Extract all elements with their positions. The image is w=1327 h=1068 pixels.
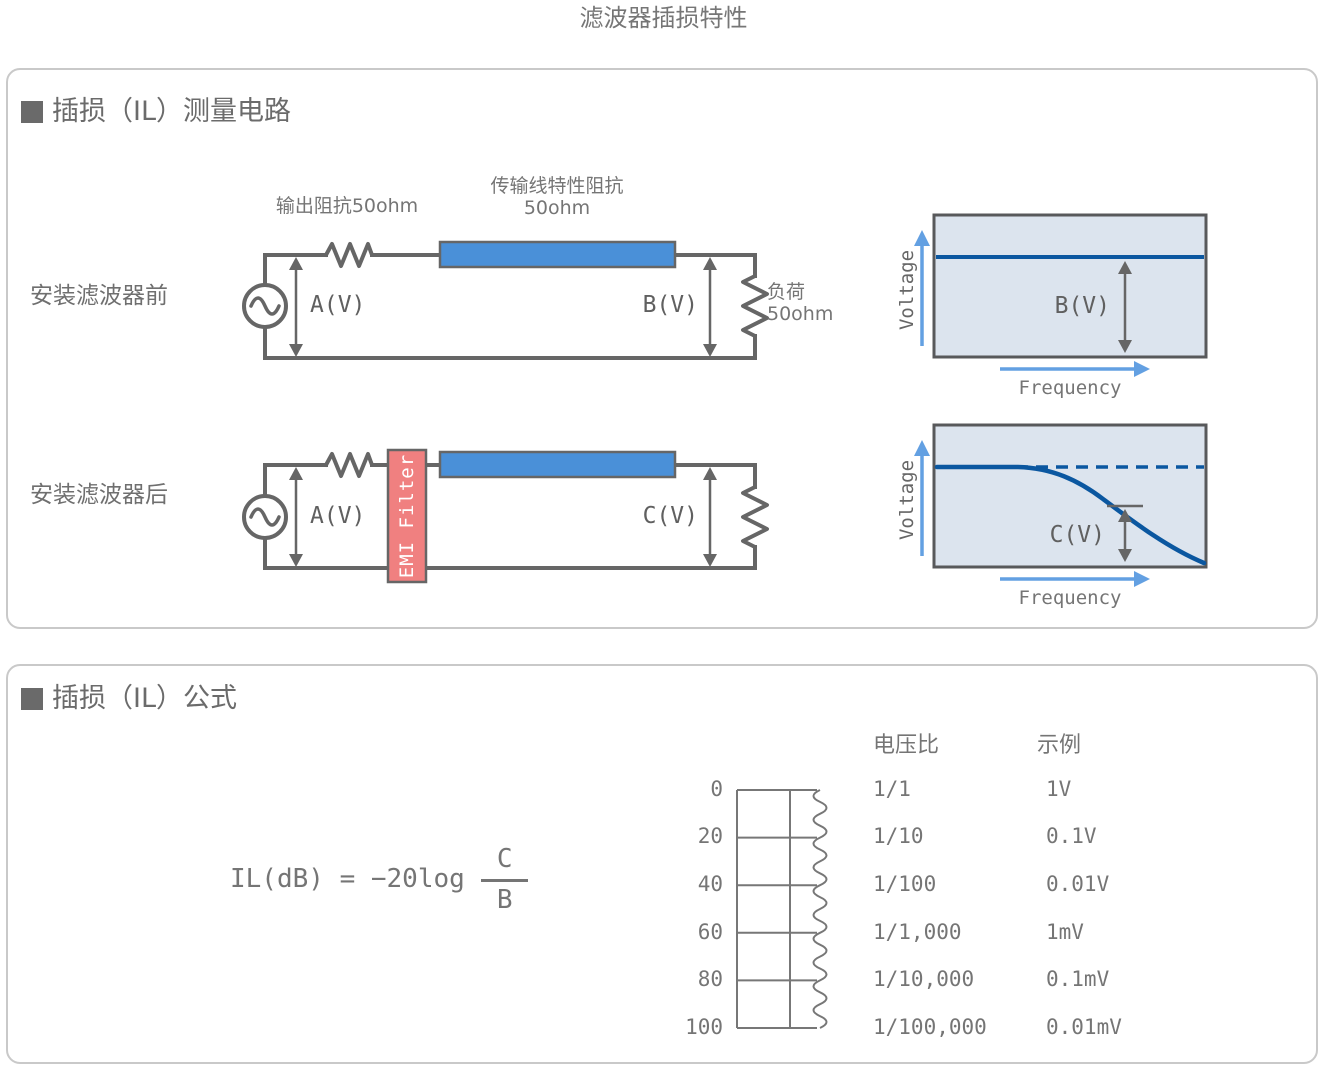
db-tick: 0 xyxy=(710,777,723,801)
db-tick: 100 xyxy=(685,1015,723,1039)
circuit-after-filter xyxy=(242,448,769,584)
ratio-cell: 1/10 xyxy=(873,824,924,848)
formula-lhs: IL(dB) = −20log xyxy=(230,864,465,895)
output-resistor-icon xyxy=(324,242,374,268)
torn-edge-wave xyxy=(812,789,828,1029)
graph-after-filter xyxy=(914,423,1208,587)
section-heading-text: 插损（IL）测量电路 xyxy=(52,96,292,128)
section-heading-formula: 插损（IL）公式 xyxy=(21,681,237,717)
section-heading-text: 插损（IL）公式 xyxy=(52,683,238,715)
db-tick: 60 xyxy=(697,920,723,944)
fraction-numerator: C xyxy=(480,844,529,882)
voltage-arrow-a xyxy=(289,257,303,357)
square-bullet-icon xyxy=(21,688,43,710)
ratio-cell: 1/100 xyxy=(873,872,937,896)
voltage-axis-arrow xyxy=(914,440,930,556)
voltage-arrow-a xyxy=(289,467,303,567)
output-resistor-icon xyxy=(324,452,374,478)
insertion-loss-formula: IL(dB) = −20log C B xyxy=(230,844,529,916)
voltage-axis-arrow xyxy=(914,230,930,346)
frequency-axis-label: Frequency xyxy=(1018,587,1122,609)
page-title: 滤波器插损特性 xyxy=(579,4,748,32)
example-cell: 1V xyxy=(1046,777,1072,801)
db-scale-ruler xyxy=(736,789,828,1029)
load-voltage-c-label: C(V) xyxy=(642,503,698,529)
transmission-line-box xyxy=(438,240,677,269)
ratio-cell: 1/1,000 xyxy=(873,920,962,944)
load-voltage-b-label: B(V) xyxy=(642,292,698,318)
column-header-example: 示例 xyxy=(1037,733,1082,758)
db-tick: 20 xyxy=(697,824,723,848)
source-voltage-a-label: A(V) xyxy=(310,503,366,529)
example-cell: 0.1mV xyxy=(1046,967,1110,991)
db-tick: 40 xyxy=(697,872,723,896)
db-tick: 80 xyxy=(697,967,723,991)
voltage-axis-label: Voltage xyxy=(896,459,918,541)
source-voltage-a-label: A(V) xyxy=(310,292,366,318)
row-label-after: 安装滤波器后 xyxy=(30,482,168,508)
emi-filter-label: EMI Filter xyxy=(396,453,418,579)
ratio-cell: 1/100,000 xyxy=(873,1015,987,1039)
load-label: 负荷 50ohm xyxy=(767,281,834,325)
frequency-axis-label: Frequency xyxy=(1018,377,1122,399)
frequency-axis-arrow xyxy=(1000,361,1150,377)
voltage-arrow-c xyxy=(703,467,717,567)
fraction-denominator: B xyxy=(496,884,513,915)
voltage-arrow-b xyxy=(703,257,717,357)
section-heading-measurement: 插损（IL）测量电路 xyxy=(21,94,291,130)
ratio-cell: 1/10,000 xyxy=(873,967,975,991)
graph-marker-c: C(V) xyxy=(1049,522,1105,548)
graph-b-arrow xyxy=(1118,261,1132,353)
graph-marker-b: B(V) xyxy=(1054,293,1110,319)
transmission-line-label: 传输线特性阻抗 50ohm xyxy=(490,175,624,219)
circuit-before-filter xyxy=(242,240,769,360)
example-cell: 0.01mV xyxy=(1046,1015,1122,1039)
ratio-cell: 1/1 xyxy=(873,777,911,801)
load-resistor-icon xyxy=(741,485,769,549)
formula-panel xyxy=(6,664,1318,1064)
column-header-ratio: 电压比 xyxy=(873,733,940,758)
example-cell: 0.1V xyxy=(1046,824,1097,848)
square-bullet-icon xyxy=(21,101,43,123)
output-impedance-label: 输出阻抗50ohm xyxy=(275,195,419,217)
graph-before-filter xyxy=(914,213,1208,377)
transmission-line-box xyxy=(438,450,677,479)
example-cell: 0.01V xyxy=(1046,872,1110,896)
graph-c-arrow xyxy=(1107,504,1143,562)
frequency-axis-arrow xyxy=(1000,571,1150,587)
load-resistor-icon xyxy=(741,274,769,338)
voltage-axis-label: Voltage xyxy=(896,249,918,331)
rolloff-curve xyxy=(934,464,1207,566)
emi-filter-box xyxy=(386,448,428,584)
example-cell: 1mV xyxy=(1046,920,1084,944)
row-label-before: 安装滤波器前 xyxy=(30,283,168,309)
formula-fraction: C B xyxy=(480,844,529,916)
